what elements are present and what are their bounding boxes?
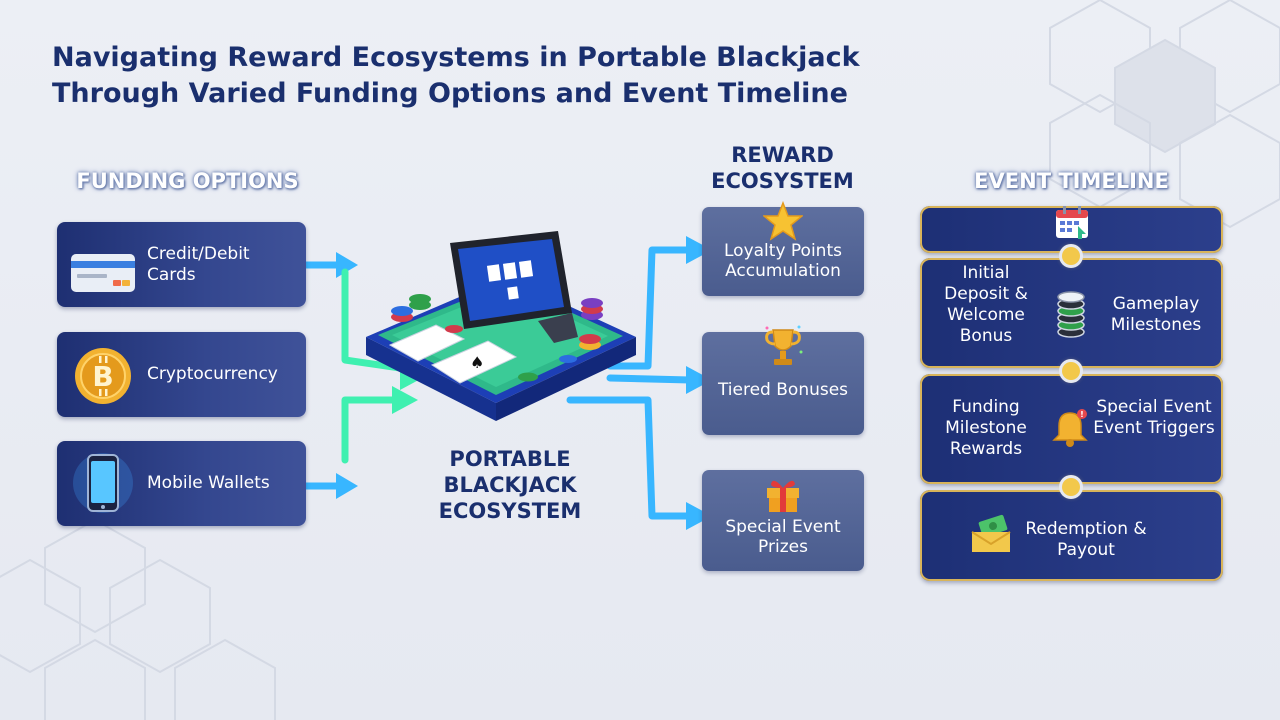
timeline-header-box [920, 206, 1223, 253]
reward-ecosystem-heading: REWARD ECOSYSTEM [690, 142, 875, 194]
smartphone-icon [73, 453, 133, 513]
funding-label-credit-debit: Credit/Debit Cards [147, 243, 250, 285]
timeline-step-1[interactable]: Initial Deposit & Welcome Bonus Gameplay… [920, 258, 1223, 368]
credit-card-icon [71, 254, 135, 292]
money-envelope-icon [971, 514, 1011, 552]
bitcoin-coin-icon: B [75, 348, 131, 404]
blackjack-table-illustration: ♠ [366, 231, 636, 421]
chip-stack-icon [1057, 291, 1085, 338]
svg-text:B: B [92, 360, 113, 393]
funding-label-cryptocurrency: Cryptocurrency [147, 364, 278, 384]
svg-text:♠: ♠ [470, 353, 484, 372]
reward-heading-line-2: ECOSYSTEM [711, 169, 854, 193]
reward-label-special-event-prizes: Special Event Prizes [725, 517, 841, 557]
hub-label: PORTABLE BLACKJACK ECOSYSTEM [410, 446, 610, 524]
timeline-step-2[interactable]: Funding Milestone Rewards ! Special Even… [920, 374, 1223, 484]
reward-label-loyalty-points: Loyalty Points Accumulation [724, 241, 842, 281]
calendar-icon [1056, 206, 1088, 239]
hub-label-line-1: PORTABLE [449, 447, 571, 471]
timeline-special-event-triggers: Special Event Event Triggers [1093, 397, 1215, 438]
title-line-2: Through Varied Funding Options and Event… [52, 78, 848, 109]
tablet-device-icon [450, 231, 578, 343]
funding-card-mobile-wallets[interactable]: Mobile Wallets [57, 441, 306, 526]
timeline-initial-deposit: Initial Deposit & Welcome Bonus [944, 263, 1028, 346]
hub-to-reward-arrows [566, 236, 712, 530]
hub-label-line-2: BLACKJACK [443, 473, 577, 497]
bell-icon: ! [1052, 409, 1088, 447]
funding-label-mobile-wallets: Mobile Wallets [147, 473, 270, 493]
timeline-funding-milestone: Funding Milestone Rewards [945, 397, 1027, 459]
timeline-gameplay-milestones: Gameplay Milestones [1110, 294, 1202, 335]
hub-label-line-3: ECOSYSTEM [438, 499, 582, 523]
reward-label-tiered-bonuses: Tiered Bonuses [717, 380, 849, 400]
timeline-dot [1062, 478, 1080, 496]
reward-card-special-event-prizes[interactable]: Special Event Prizes [702, 470, 864, 571]
timeline-dot [1062, 362, 1080, 380]
svg-text:!: ! [1080, 410, 1084, 419]
funding-card-credit-debit[interactable]: Credit/Debit Cards [57, 222, 306, 307]
playing-card-spade-icon: ♠ [430, 340, 518, 384]
reward-heading-line-1: REWARD [731, 143, 834, 167]
funding-options-heading: FUNDING OPTIONS [76, 169, 299, 193]
reward-card-loyalty-points[interactable]: Loyalty Points Accumulation [702, 201, 864, 296]
reward-card-tiered-bonuses[interactable]: Tiered Bonuses [702, 325, 864, 435]
casino-chips-icon [391, 294, 603, 382]
star-icon [763, 201, 803, 241]
title-line-1: Navigating Reward Ecosystems in Portable… [52, 42, 860, 73]
timeline-step-3[interactable]: Redemption & Payout [920, 490, 1223, 581]
gift-icon [767, 480, 799, 512]
timeline-redemption-payout: Redemption & Payout [1025, 519, 1147, 560]
trophy-icon [765, 325, 803, 365]
page-title: Navigating Reward Ecosystems in Portable… [52, 40, 952, 112]
playing-card-left-icon [388, 324, 466, 362]
timeline-dot [1062, 247, 1080, 265]
funding-card-cryptocurrency[interactable]: B Cryptocurrency [57, 332, 306, 417]
event-timeline-heading: EVENT TIMELINE [974, 169, 1169, 193]
